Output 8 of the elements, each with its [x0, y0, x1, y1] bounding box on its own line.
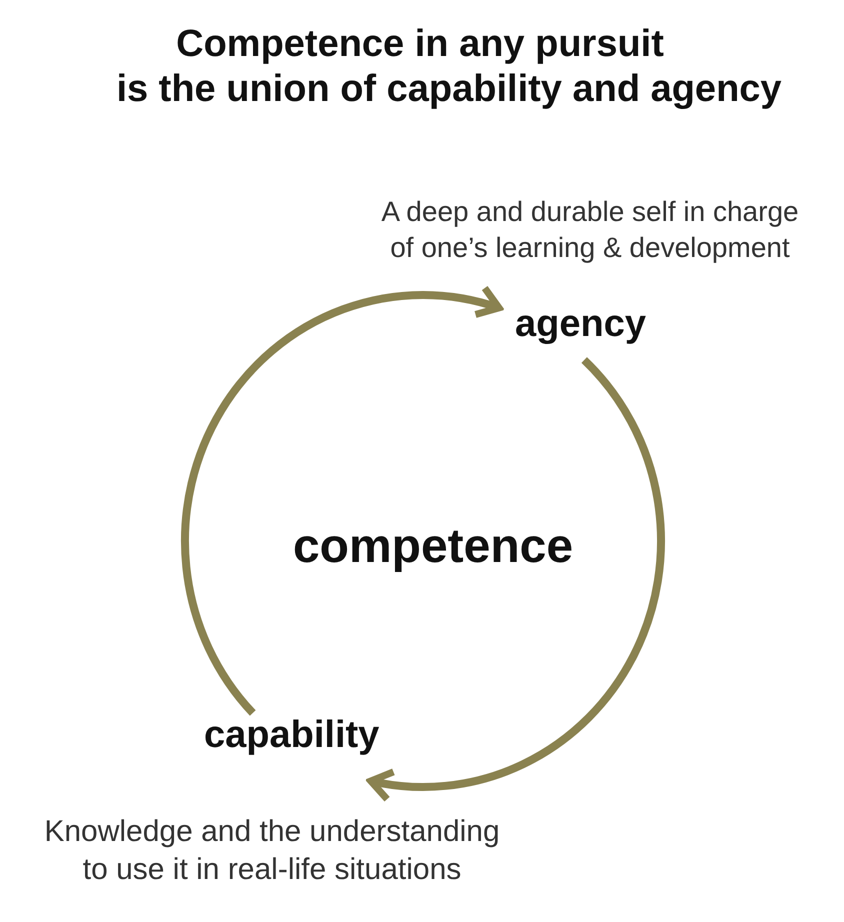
- concept-description: Knowledge and the understanding to use it in real-life situations: [43, 814, 501, 888]
- center-label: competence: [292, 519, 574, 575]
- concept-label: capability: [204, 713, 380, 781]
- cycle-arrow: [181, 286, 502, 716]
- concept-label: agency: [499, 302, 646, 360]
- concept-description: A deep and durable self in charge of one’s learning & development: [380, 195, 800, 265]
- diagram-title: Competence in any pursuit is the union of capability and agency: [115, 22, 783, 112]
- cycle-arrow: [367, 357, 665, 802]
